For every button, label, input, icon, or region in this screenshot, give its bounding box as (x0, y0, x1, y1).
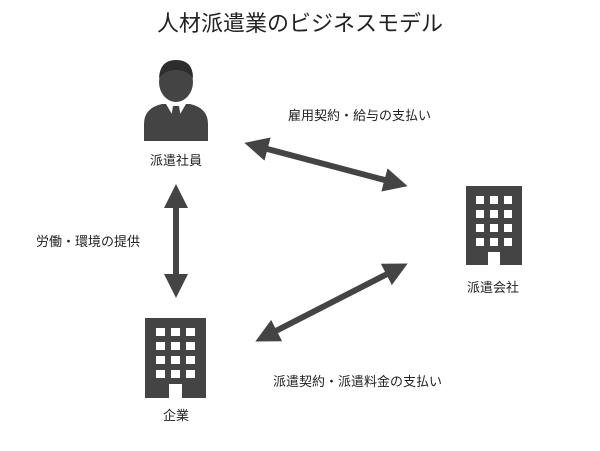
building-icon (466, 186, 522, 265)
arrow-worker-company (244, 137, 408, 192)
building-icon (145, 318, 206, 398)
arrow-client-company (255, 263, 408, 342)
node-label-company: 派遣会社 (467, 281, 520, 296)
diagram-title: 人材派遣業のビジネスモデル (156, 12, 443, 37)
edge-label-dispatch: 派遣契約・派遣料金の支払い (273, 375, 443, 390)
edge-label-labor: 労働・環境の提供 (36, 235, 141, 250)
node-label-worker: 派遣社員 (149, 154, 202, 169)
person-icon (144, 60, 208, 141)
edge-label-employment: 雇用契約・給与の支払い (288, 109, 432, 124)
node-label-client: 企業 (162, 409, 189, 424)
